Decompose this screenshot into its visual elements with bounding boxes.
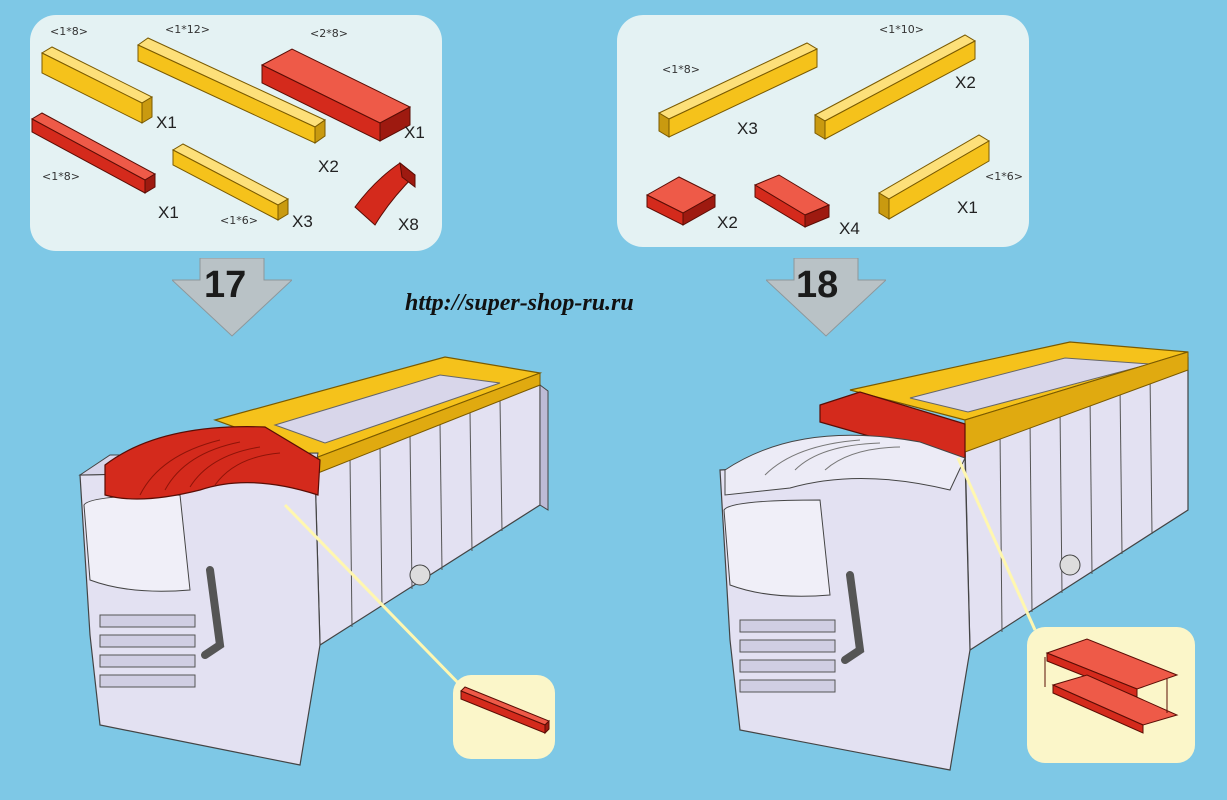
brick-red-2x8 <box>260 48 412 142</box>
part-qty-label: X2 <box>318 157 339 176</box>
part-size-label: <1*12> <box>165 23 210 36</box>
callout-brick <box>460 686 550 735</box>
part-size-label: <1*6> <box>220 214 258 227</box>
part-size-label: <2*8> <box>310 27 348 40</box>
watermark-url: http://super-shop-ru.ru <box>405 290 634 316</box>
part-qty-label: X8 <box>398 215 419 234</box>
step-number: 17 <box>204 264 247 306</box>
parts-drawing-17 <box>30 37 416 226</box>
part-qty-label: X3 <box>292 212 313 231</box>
callout-plates <box>1044 638 1179 734</box>
brick-yellow-1x6 <box>878 134 990 220</box>
plate-red-1x4 <box>753 174 831 228</box>
brick-yellow-1x10 <box>813 34 977 140</box>
part-qty-label: X2 <box>717 213 738 232</box>
part-qty-label: X4 <box>839 219 860 238</box>
plate-red-2x2 <box>645 176 717 226</box>
brick-yellow-1x8 <box>657 42 819 138</box>
part-qty-label: X2 <box>955 73 976 92</box>
part-size-label: <1*10> <box>879 23 924 36</box>
parts-panel-step-17: <1*8> X1 <1*12> X2 <2*8> X1 <1*8> X1 <1*… <box>30 15 442 251</box>
parts-drawing-18 <box>645 34 990 228</box>
callout-step-17 <box>453 675 555 759</box>
part-size-label: <1*6> <box>985 170 1023 183</box>
part-qty-label: X1 <box>957 198 978 217</box>
brick-red-1x8 <box>30 112 157 194</box>
parts-panel-step-18: <1*8> X3 <1*10> X2 X2 X4 <1*6> X1 <box>617 15 1029 247</box>
part-qty-label: X1 <box>404 123 425 142</box>
step-arrow-17 <box>172 258 292 337</box>
part-qty-label: X3 <box>737 119 758 138</box>
brick-yellow-1x6 <box>171 143 290 221</box>
truck-illustration-17 <box>78 356 549 766</box>
part-size-label: <1*8> <box>50 25 88 38</box>
callout-step-18 <box>1027 627 1195 763</box>
brick-yellow-1x8 <box>40 46 154 124</box>
part-qty-label: X1 <box>158 203 179 222</box>
truck-illustration-18 <box>719 341 1189 771</box>
part-qty-label: X1 <box>156 113 177 132</box>
step-arrow-18 <box>766 258 886 337</box>
part-size-label: <1*8> <box>662 63 700 76</box>
step-number: 18 <box>796 264 839 306</box>
part-size-label: <1*8> <box>42 170 80 183</box>
brick-yellow-1x12 <box>137 37 326 144</box>
brick-red-slope <box>354 161 416 226</box>
